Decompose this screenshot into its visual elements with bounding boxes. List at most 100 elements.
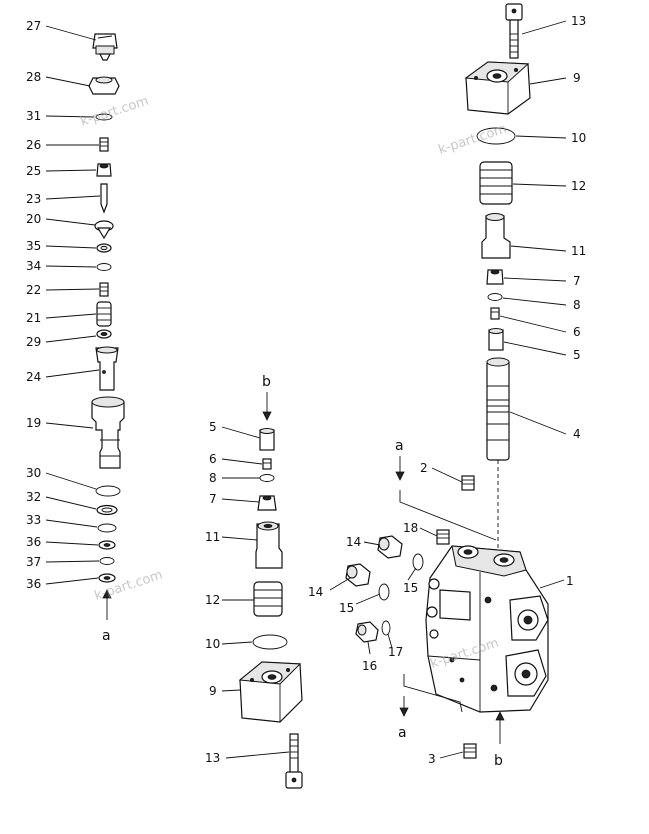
label-16: 16	[362, 659, 377, 673]
label-2: 2	[420, 461, 428, 475]
part-12-spring-middle	[253, 581, 283, 617]
label-14-lower: 14	[308, 585, 323, 599]
label-11-right: 11	[571, 244, 586, 258]
letter-a-right-bottom: a	[398, 725, 407, 741]
label-7-right: 7	[573, 274, 581, 288]
part-5-plug-right	[488, 328, 504, 351]
label-21: 21	[26, 311, 41, 325]
label-6-middle: 6	[209, 452, 217, 466]
part-11-sleeve-middle	[255, 521, 283, 569]
part-15-o-ring-upper	[412, 553, 424, 571]
part-13-bolt-right	[505, 3, 523, 59]
part-16-plug	[355, 621, 379, 643]
left-labels: 27 28 31 26 25 23 20 35 34 22 21 29 24 1…	[26, 19, 111, 644]
label-7-middle: 7	[209, 492, 217, 506]
label-15-upper: 15	[403, 581, 418, 595]
part-3-plug	[463, 743, 477, 759]
label-35: 35	[26, 239, 41, 253]
label-32: 32	[26, 490, 41, 504]
label-24: 24	[26, 370, 41, 384]
part-1-valve-body	[425, 545, 549, 713]
label-36: 36	[26, 535, 41, 549]
part-21-spool	[96, 301, 112, 327]
part-6-spring-middle	[262, 458, 272, 470]
watermark-2: k-part.com	[437, 122, 509, 158]
part-32-backup-ring	[96, 504, 118, 516]
part-31-ring	[95, 113, 113, 121]
left-leader-lines	[45, 25, 101, 585]
label-6-right: 6	[573, 325, 581, 339]
part-25-fitting	[96, 163, 112, 177]
part-7-fitting-middle	[257, 495, 277, 511]
part-8-o-ring-middle	[259, 474, 275, 482]
label-8-right: 8	[573, 298, 581, 312]
part-35-washer	[96, 243, 112, 253]
label-5-middle: 5	[209, 420, 217, 434]
watermark-1: k-part.com	[79, 94, 151, 130]
part-8-o-ring-right	[487, 293, 503, 301]
part-20-poppet	[94, 220, 114, 240]
label-27: 27	[26, 19, 41, 33]
watermark-3: k-part.com	[93, 568, 165, 604]
label-10-middle: 10	[205, 637, 220, 651]
middle-labels: 5 6 8 7 11 12 10 9 13	[205, 420, 220, 765]
label-12-right: 12	[571, 179, 586, 193]
part-27-plug	[92, 33, 118, 61]
part-34-o-ring	[96, 263, 112, 271]
label-13-middle: 13	[205, 751, 220, 765]
part-22-spring	[99, 282, 109, 297]
label-26: 26	[26, 138, 41, 152]
part-33-o-ring	[97, 523, 117, 533]
part-17-o-ring	[381, 620, 391, 636]
part-12-spring-right	[479, 161, 513, 205]
part-7-fitting-right	[486, 269, 504, 285]
label-10-right: 10	[571, 131, 586, 145]
right-labels: 13 9 10 12 11 7 8 6 5 4 2 18 14 14 15 15…	[308, 14, 586, 766]
part-36-washer-2	[98, 573, 116, 583]
label-13-right: 13	[571, 14, 586, 28]
part-14-plug-lower	[345, 563, 371, 587]
label-20: 20	[26, 212, 41, 226]
part-10-o-ring-middle	[252, 634, 288, 650]
label-15-lower: 15	[339, 601, 354, 615]
right-parts-group: a	[345, 3, 549, 769]
part-28-nut	[88, 76, 120, 95]
label-28: 28	[26, 70, 41, 84]
label-1: 1	[566, 574, 574, 588]
label-11-middle: 11	[205, 530, 220, 544]
label-22: 22	[26, 283, 41, 297]
label-23: 23	[26, 192, 41, 206]
part-23-pin	[100, 183, 108, 214]
part-11-sleeve-right	[481, 213, 511, 259]
label-33: 33	[26, 513, 41, 527]
part-9-cover-middle	[238, 661, 303, 723]
part-37-o-ring	[99, 557, 115, 565]
label-14-upper: 14	[346, 535, 361, 549]
part-2-plug	[461, 475, 475, 491]
part-5-plug-middle	[259, 428, 275, 451]
part-9-cover-right	[464, 61, 531, 115]
label-3: 3	[428, 752, 436, 766]
label-31: 31	[26, 109, 41, 123]
part-10-o-ring-right	[476, 127, 516, 145]
part-29-washer	[96, 329, 112, 339]
part-36-washer	[98, 540, 116, 550]
label-37: 37	[26, 555, 41, 569]
letter-b-right-bottom: b	[494, 753, 503, 769]
label-29: 29	[26, 335, 41, 349]
part-14-plug-upper	[377, 535, 403, 559]
label-9-right: 9	[573, 71, 581, 85]
label-18: 18	[403, 521, 418, 535]
label-4: 4	[573, 427, 581, 441]
part-18-plug	[436, 529, 450, 545]
label-36-second: 36	[26, 577, 41, 591]
letter-a-right-top: a	[395, 438, 404, 454]
letter-b-middle: b	[262, 374, 271, 390]
part-19-valve-body	[91, 396, 125, 469]
label-30: 30	[26, 466, 41, 480]
label-5-right: 5	[573, 348, 581, 362]
part-4-spool	[486, 357, 510, 461]
label-8-middle: 8	[209, 471, 217, 485]
part-30-o-ring	[95, 485, 121, 497]
